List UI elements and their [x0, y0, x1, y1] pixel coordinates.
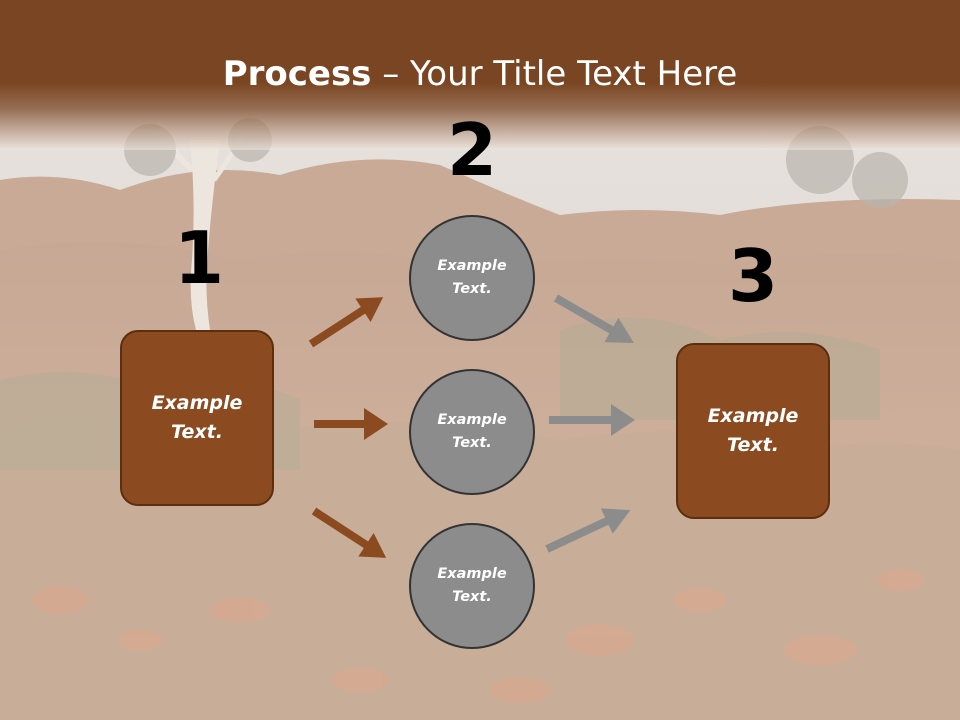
arrow-1-to-2-middle	[314, 408, 388, 440]
step-2-circle-bottom: Example Text.	[409, 523, 535, 649]
arrow-1-to-2-bottom	[311, 507, 387, 558]
step-2-circle-top-text: Example Text.	[437, 258, 507, 297]
arrow-2-to-3-bottom	[545, 508, 631, 553]
step-2-circle-middle: Example Text.	[409, 369, 535, 495]
title-band	[0, 0, 960, 150]
step-number-1: 1	[173, 216, 225, 300]
arrow-1-to-2-top	[308, 297, 384, 348]
step-1-box: Example Text.	[120, 330, 274, 506]
step-number-3: 3	[727, 234, 779, 318]
step-3-text: Example Text.	[707, 405, 799, 456]
arrow-2-to-3-middle	[549, 404, 635, 436]
title-rest: – Your Title Text Here	[371, 54, 738, 94]
step-2-circle-bottom-text: Example Text.	[437, 566, 507, 605]
step-1-text: Example Text.	[151, 392, 243, 443]
step-3-box: Example Text.	[676, 343, 830, 519]
step-2-circle-top: Example Text.	[409, 215, 535, 341]
title-bold: Process	[222, 54, 372, 94]
slide-title: Process – Your Title Text Here	[0, 52, 960, 96]
arrow-2-to-3-top	[554, 294, 634, 343]
step-number-2: 2	[446, 108, 498, 192]
step-2-circle-middle-text: Example Text.	[437, 412, 507, 451]
